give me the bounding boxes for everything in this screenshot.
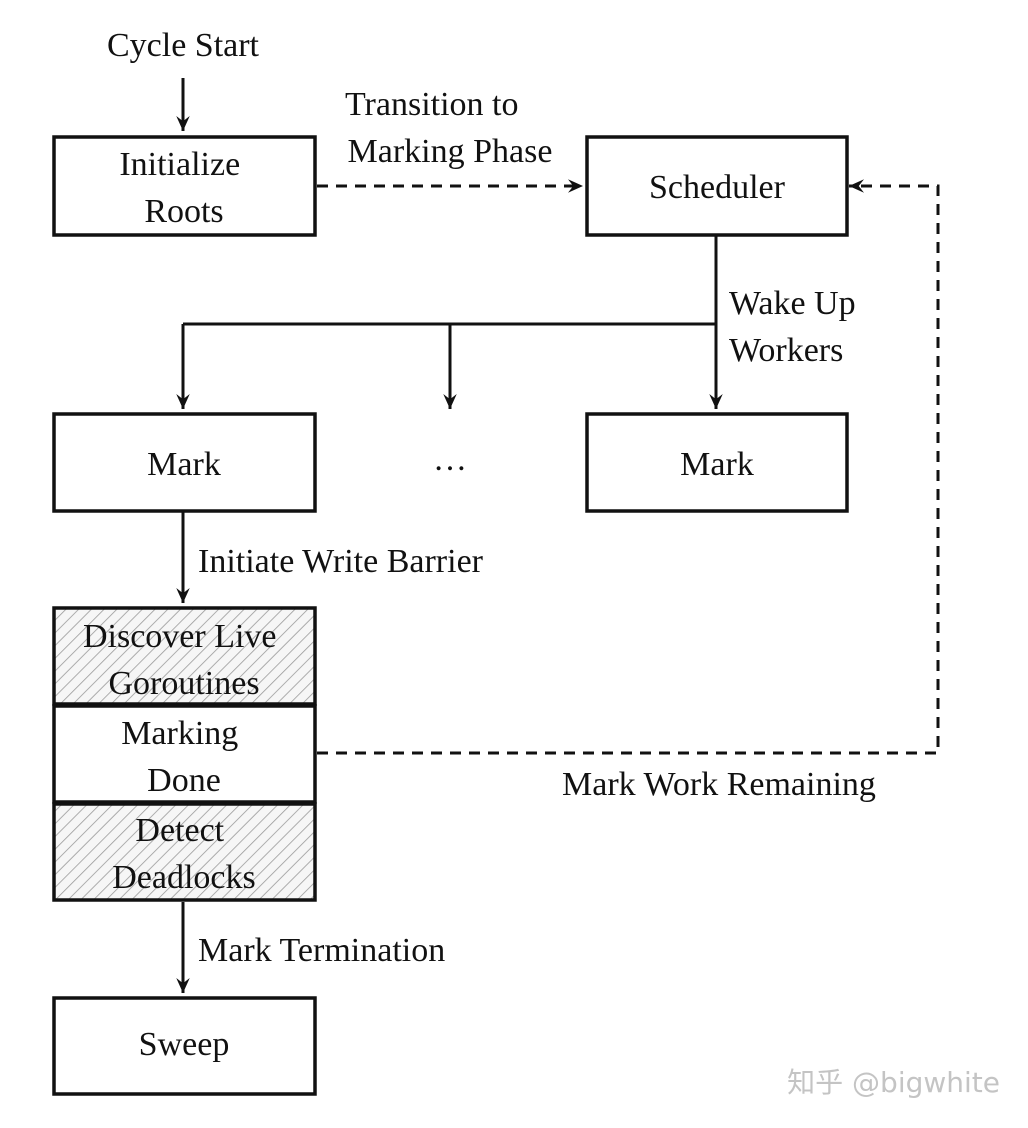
work-remaining-label: Mark Work Remaining xyxy=(562,766,876,803)
svg-text:Detect Deadlocks: Detect Deadlocks xyxy=(112,812,256,896)
termination-label: Mark Termination xyxy=(198,932,445,969)
nodes: Initialize Roots Scheduler Mark … Mark D… xyxy=(52,135,849,1096)
svg-text:Discover Live Goroutin: Discover Live Goroutines xyxy=(83,618,285,702)
node-mark-right: Mark xyxy=(585,412,849,513)
edges: Cycle Start Transition to Marking Phase … xyxy=(107,27,940,993)
transition-label: Transition to Marking Phase xyxy=(345,86,552,170)
node-mark-left: Mark xyxy=(52,412,317,513)
wake-up-label: Wake Up Workers xyxy=(729,285,864,369)
svg-text:Mark: Mark xyxy=(680,446,754,483)
ellipsis-node: … xyxy=(433,441,467,478)
svg-text:Scheduler: Scheduler xyxy=(649,169,786,206)
svg-text:Marking Done: Marking Done xyxy=(121,715,247,799)
node-discover-live-goroutines: Discover Live Goroutines xyxy=(52,606,317,706)
cycle-start-label: Cycle Start xyxy=(107,27,260,64)
svg-text:Mark: Mark xyxy=(147,446,221,483)
node-sweep: Sweep xyxy=(52,996,317,1096)
node-initialize-roots: Initialize Roots xyxy=(52,135,317,237)
svg-text:Initialize Roots: Initialize Roots xyxy=(119,146,248,230)
node-marking-done: Marking Done xyxy=(52,704,317,804)
svg-text:Sweep: Sweep xyxy=(139,1026,230,1063)
work-remaining-arrow xyxy=(317,179,940,755)
node-scheduler: Scheduler xyxy=(585,135,849,237)
write-barrier-label: Initiate Write Barrier xyxy=(198,543,484,580)
node-detect-deadlocks: Detect Deadlocks xyxy=(52,802,317,902)
watermark: 知乎 @bigwhite xyxy=(787,1066,1000,1099)
